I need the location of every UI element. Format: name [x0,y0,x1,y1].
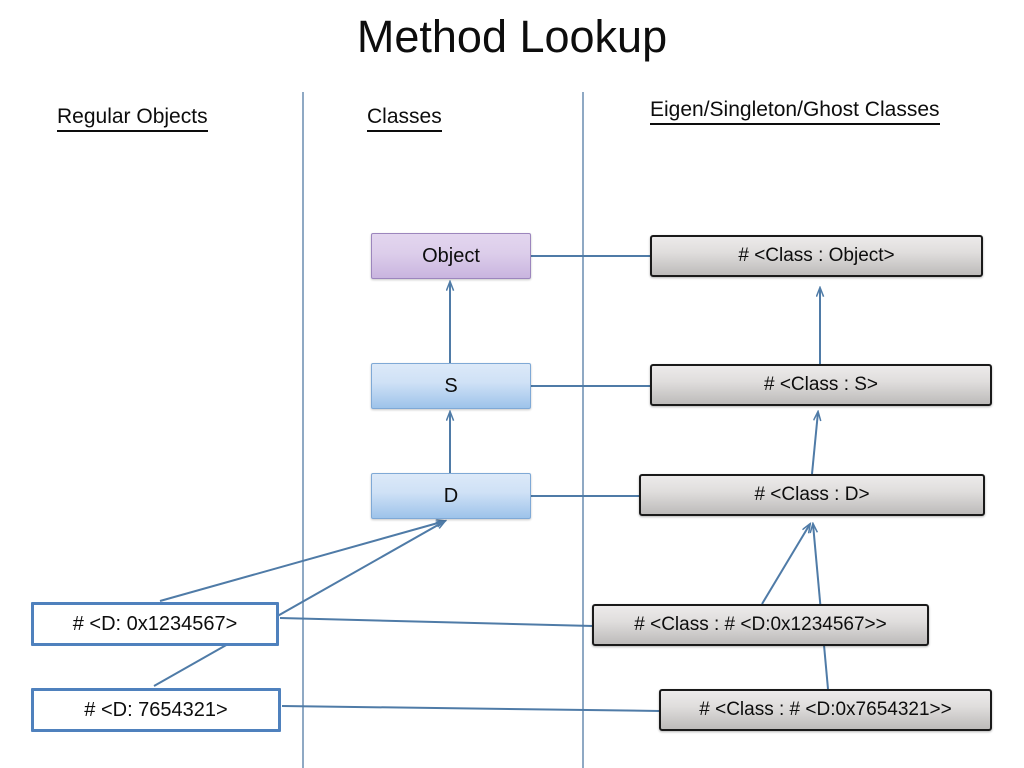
node-instance-1[interactable]: # <D: 0x1234567> [31,602,279,646]
column-header-eigen-classes: Eigen/Singleton/Ghost Classes [650,98,940,127]
edge-inst1-to-eigen-inst1 [279,617,594,627]
edge-eigen-inst1-to-eigen-d [761,524,810,605]
node-class-d[interactable]: D [371,473,531,519]
edge-inst2-to-eigen-inst2 [281,705,661,712]
column-header-classes: Classes [367,105,442,134]
node-class-s[interactable]: S [371,363,531,409]
page-title: Method Lookup [356,11,668,62]
edge-inst2-to-d [153,521,445,687]
column-header-classes-label: Classes [367,105,442,132]
edge-inst1-to-d [159,521,445,602]
column-header-regular-objects: Regular Objects [57,105,208,134]
node-eigenclass-instance-1[interactable]: # <Class : # <D:0x1234567>> [592,604,929,646]
node-eigenclass-instance-2[interactable]: # <Class : # <D:0x7654321>> [659,689,992,731]
column-header-regular-objects-label: Regular Objects [57,105,208,132]
node-eigenclass-s[interactable]: # <Class : S> [650,364,992,406]
node-class-object[interactable]: Object [371,233,531,279]
node-instance-2[interactable]: # <D: 7654321> [31,688,281,732]
node-eigenclass-object[interactable]: # <Class : Object> [650,235,983,277]
node-eigenclass-d[interactable]: # <Class : D> [639,474,985,516]
column-header-eigen-classes-label: Eigen/Singleton/Ghost Classes [650,98,940,125]
edge-eigen-d-to-eigen-s [811,412,818,475]
